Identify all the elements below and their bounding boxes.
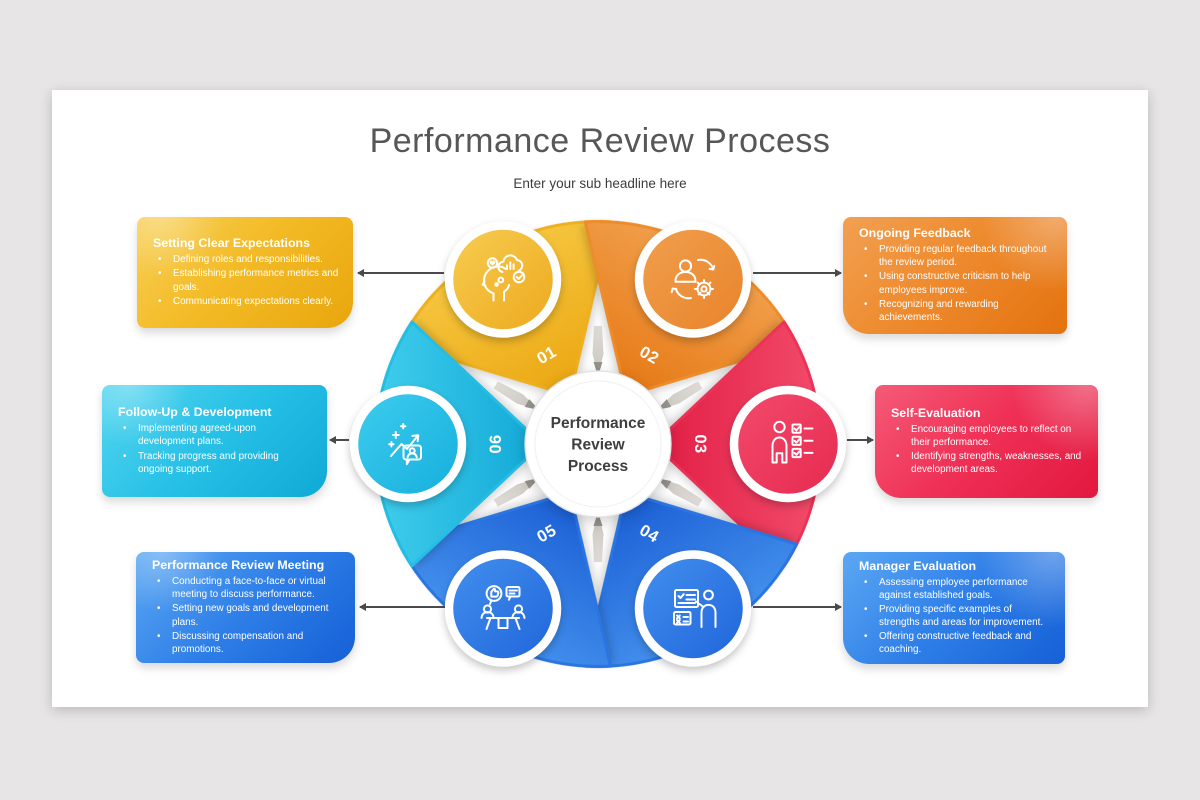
- card-self-evaluation: Self-Evaluation Encouraging employees to…: [875, 385, 1098, 498]
- connector-arrow-01: [357, 269, 444, 276]
- petal-circle-05: [444, 550, 562, 667]
- card-bullet: Providing regular feedback throughout th…: [855, 243, 1055, 269]
- person-gear-sync-icon: [670, 258, 716, 300]
- meeting-table-icon: [480, 585, 526, 630]
- card-bullet: Encouraging employees to reflect on thei…: [887, 423, 1086, 449]
- card-title: Ongoing Feedback: [859, 226, 971, 241]
- card-performance-review-meeting: Performance Review Meeting Conducting a …: [136, 552, 355, 663]
- card-title: Manager Evaluation: [859, 558, 977, 573]
- card-bullet: Tracking progress and providing ongoing …: [114, 450, 315, 476]
- petal-circle-06: [349, 385, 467, 503]
- connector-arrow-03: [847, 436, 874, 443]
- card-title: Follow-Up & Development: [118, 405, 272, 420]
- card-bullet: Offering constructive feedback and coach…: [855, 630, 1053, 656]
- card-bullet: Communicating expectations clearly.: [149, 295, 341, 308]
- slide: Performance Review Process Enter your su…: [52, 90, 1148, 707]
- diagram-center-title-line1: Performance: [551, 415, 646, 432]
- card-bullet: Providing specific examples of strengths…: [855, 603, 1053, 629]
- card-ongoing-feedback: Ongoing Feedback Providing regular feedb…: [843, 217, 1067, 334]
- card-bullet: Conducting a face-to-face or virtual mee…: [148, 575, 343, 601]
- card-bullet: Recognizing and rewarding achievements.: [855, 298, 1055, 324]
- petal-circle-03: [729, 385, 847, 503]
- page-subtitle: Enter your sub headline here: [513, 176, 687, 191]
- person-checklist-icon: [771, 420, 814, 464]
- growth-arrow-icon: [388, 423, 422, 466]
- card-title: Performance Review Meeting: [152, 558, 325, 573]
- card-manager-evaluation: Manager Evaluation Assessing employee pe…: [843, 552, 1065, 664]
- card-bullet: Setting new goals and development plans.: [148, 602, 343, 628]
- connector-arrow-02: [753, 269, 842, 276]
- petal-number-06: 06: [487, 434, 505, 453]
- diagram-center-title-line3: Process: [568, 458, 628, 475]
- connector-arrow-04: [753, 603, 842, 610]
- card-bullet: Using constructive criticism to help emp…: [855, 270, 1055, 296]
- diagram-center-circle: Performance Review Process: [524, 370, 672, 518]
- card-bullet: Assessing employee performance against e…: [855, 576, 1053, 602]
- petal-circle-02: [634, 221, 752, 338]
- connector-arrow-05: [359, 603, 445, 610]
- diagram-center-title-line2: Review: [571, 437, 625, 454]
- card-setting-clear-expectations: Setting Clear Expectations Defining role…: [137, 217, 353, 328]
- petal-circle-04: [634, 550, 752, 667]
- presenter-checklist-icon: [673, 589, 717, 628]
- card-title: Setting Clear Expectations: [153, 236, 310, 251]
- card-follow-up-development: Follow-Up & Development Implementing agr…: [102, 385, 327, 497]
- card-bullet: Defining roles and responsibilities.: [149, 253, 341, 266]
- petal-number-03: 03: [691, 434, 709, 453]
- card-bullet: Implementing agreed-upon development pla…: [114, 422, 315, 448]
- process-flower-diagram: 01 02 03 04 05 06 Performance Review Pro…: [349, 220, 847, 668]
- card-title: Self-Evaluation: [891, 405, 981, 420]
- mind-metrics-icon: [481, 254, 526, 302]
- connector-arrow-06: [329, 436, 349, 443]
- card-bullet: Discussing compensation and promotions.: [148, 630, 343, 656]
- card-bullet: Establishing performance metrics and goa…: [149, 267, 341, 293]
- page-title: Performance Review Process: [369, 122, 831, 160]
- card-bullet: Identifying strengths, weaknesses, and d…: [887, 450, 1086, 476]
